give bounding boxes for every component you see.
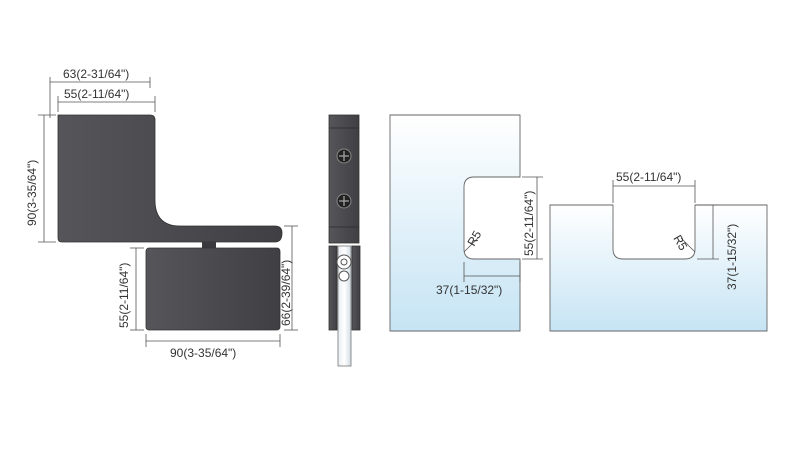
hinge-lower-plate: [145, 247, 281, 331]
glass-notch-left: R5 55(2-11/64") 37(1-15/32"): [389, 114, 543, 332]
dim-notch-depth-right: 37(1-15/32"): [725, 224, 739, 290]
dim-top-inner-width: 55(2-11/64"): [64, 87, 129, 101]
dim-notch-height-left: 55(2-11/64"): [522, 191, 536, 256]
pivot-icon: [336, 254, 352, 282]
hinge-front-view: 63(2-31/64") 55(2-11/64") 90(3-35/64") 5…: [25, 67, 298, 360]
hinge-side-clamp-right: [351, 245, 361, 331]
dim-notch-depth-left: 37(1-15/32"): [436, 283, 502, 297]
hinge-pin: [202, 242, 216, 248]
dim-top-height: 90(3-35/64"): [25, 160, 39, 226]
hinge-side-view: [328, 114, 361, 367]
dim-top-outer-width: 63(2-31/64"): [63, 67, 129, 81]
dim-bottom-width: 90(3-35/64"): [170, 346, 236, 360]
radius-label-right: R5: [670, 233, 690, 254]
dim-bottom-height-left: 55(2-11/64"): [117, 263, 131, 328]
hinge-upper-body: [57, 114, 283, 243]
glass-panel-left: [389, 114, 521, 332]
screw-icon: [336, 148, 352, 164]
screw-icon: [336, 193, 352, 209]
hinge-side-upper: [328, 114, 360, 244]
dim-bottom-height-right: 66(2-39/64"): [279, 260, 293, 326]
glass-notch-right: 55(2-11/64") R5 37(1-15/32"): [549, 170, 768, 332]
hinge-side-clamp-left: [328, 245, 338, 331]
radius-label-left: R5: [464, 228, 484, 249]
dim-notch-width-right: 55(2-11/64"): [616, 170, 681, 184]
